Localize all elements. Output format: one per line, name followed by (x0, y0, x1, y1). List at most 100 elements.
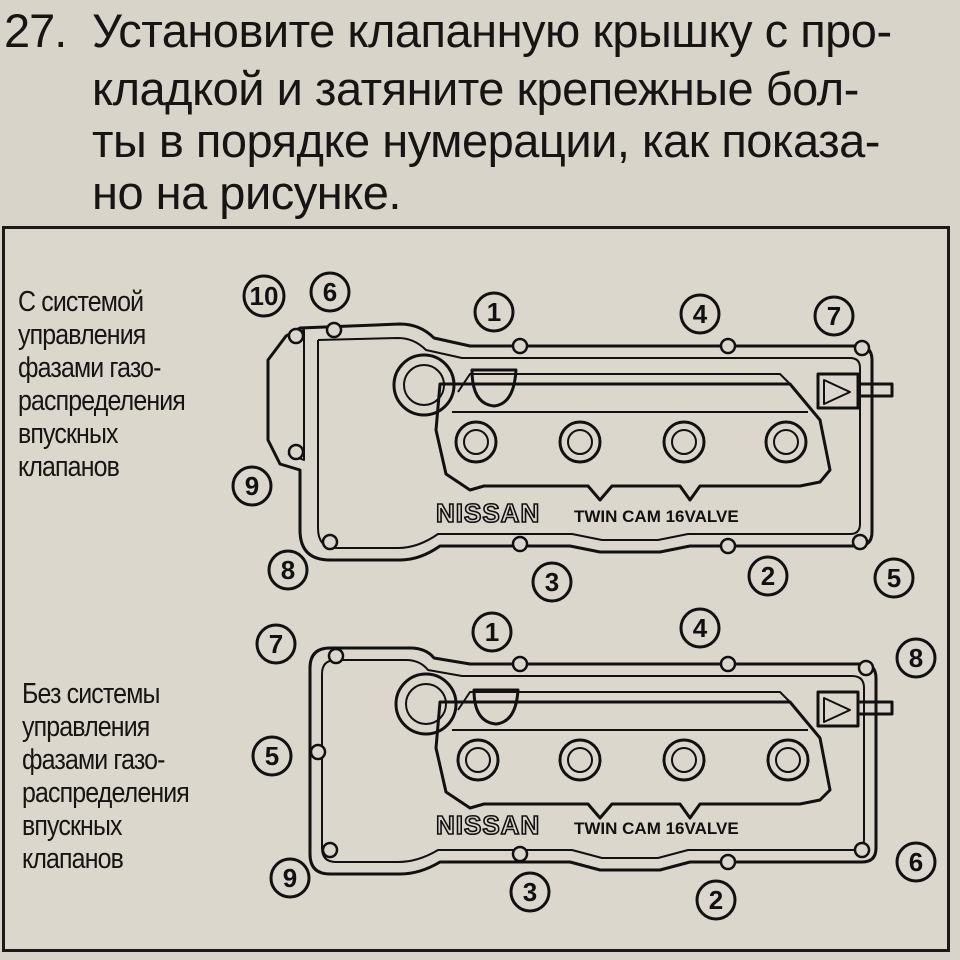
top-bolt-hole-9 (287, 443, 305, 461)
top-callout-1-ring (473, 291, 515, 333)
bottom-callout-7: 7 (269, 629, 283, 659)
top-oil-filler (470, 368, 518, 408)
top-callout-8-ring (267, 549, 309, 591)
top-bolt-hole-5 (851, 533, 869, 551)
top-caption-line: клапанов (18, 451, 120, 483)
bottom-callout-9-ring (269, 857, 311, 899)
bottom-bolt-hole-1 (511, 655, 529, 673)
instruction-line-1: Установите клапанную крышку с про- (92, 4, 892, 57)
bottom-plug-hole-1-inner (465, 747, 491, 773)
bottom-caption-line: впускных (22, 810, 122, 842)
bottom-plug-hole-4 (766, 738, 810, 782)
top-valve-cover (266, 322, 894, 562)
top-cam-seal-inner (403, 364, 445, 406)
top-cam-body (434, 382, 832, 502)
bottom-bolt-hole-4 (719, 655, 737, 673)
top-gasket-inner (317, 337, 861, 549)
bottom-callout-1: 1 (485, 617, 499, 647)
bottom-plug-hole-4-inner (775, 747, 801, 773)
instruction-line-4: но на рисунке. (92, 166, 401, 219)
top-callout-5: 5 (887, 563, 901, 593)
top-timing-module (287, 329, 305, 461)
top-plug-hole-3 (662, 420, 706, 464)
top-plug-hole-2 (558, 420, 602, 464)
bottom-cam-seal (394, 672, 458, 736)
bottom-callout-6-ring (895, 841, 937, 883)
top-callout-10: 10 (250, 281, 279, 311)
top-callout-9-ring (231, 465, 273, 507)
instruction-line-2: кладкой и затяните крепежные бол- (92, 62, 859, 115)
bottom-bolt-hole-9 (321, 841, 339, 859)
top-brand-sub: TWIN CAM 16VALVE (574, 507, 739, 526)
bottom-bolt-hole-6 (853, 841, 871, 859)
bottom-callout-3-ring (509, 871, 551, 913)
top-plug-hole-4 (764, 420, 808, 464)
top-callout-7-ring (813, 295, 855, 337)
top-callout-5-ring (873, 557, 915, 599)
bottom-caption-line: Без системы (22, 678, 160, 710)
top-plug-hole-4-inner (773, 429, 799, 455)
top-caption-line: управления (18, 319, 146, 351)
top-callout-9: 9 (245, 471, 259, 501)
bottom-gasket-outline (308, 646, 878, 876)
bottom-caption: Без системы управления фазами газо- расп… (22, 678, 190, 876)
top-callout-4-ring (679, 293, 721, 335)
bottom-callout-5: 5 (265, 741, 279, 771)
bottom-plug-hole-3-inner (671, 747, 697, 773)
step-number: 27. (4, 4, 67, 57)
bottom-pcv-arrow (823, 697, 851, 723)
bottom-callout-4-ring (679, 607, 721, 649)
bottom-plug-hole-3 (662, 738, 706, 782)
top-plug-hole-1-inner (463, 429, 489, 455)
bottom-callout-7-ring (255, 623, 297, 665)
bottom-bolt-hole-7 (327, 647, 345, 665)
top-callout-6: 6 (323, 277, 337, 307)
top-callout-2: 2 (761, 561, 775, 591)
top-callout-2-ring (747, 555, 789, 597)
bottom-callout-5-ring (251, 735, 293, 777)
top-callout-10-ring (242, 274, 286, 318)
bottom-callout-9: 9 (283, 863, 297, 893)
top-caption-line: впускных (18, 418, 118, 450)
instruction-line-3: ты в порядке нумерации, как показа- (92, 114, 880, 167)
top-plug-hole-1 (454, 420, 498, 464)
top-bolt-hole-7 (853, 339, 871, 357)
bottom-bolt-hole-5 (309, 743, 327, 761)
bottom-caption-line: клапанов (22, 843, 124, 875)
bottom-caption-line: управления (22, 711, 150, 743)
bottom-caption-line: распределения (22, 777, 190, 809)
top-bolt-hole-2 (719, 537, 737, 555)
bottom-pcv-nipple (856, 700, 894, 716)
top-plug-hole-3-inner (671, 429, 697, 455)
bottom-callout-8-ring (895, 637, 937, 679)
bottom-callout-2: 2 (709, 885, 723, 915)
bottom-plug-hole-1 (456, 738, 500, 782)
bottom-callout-6: 6 (909, 847, 923, 877)
top-caption: С системой управления фазами газо- распр… (18, 286, 186, 484)
bottom-callout-4: 4 (693, 613, 708, 643)
top-caption-line: фазами газо- (18, 352, 161, 384)
top-callout-4: 4 (693, 299, 708, 329)
top-bolt-hole-3 (511, 535, 529, 553)
bottom-callout-8: 8 (909, 643, 923, 673)
top-caption-line: распределения (18, 385, 186, 417)
top-callout-6-ring (309, 271, 351, 313)
bottom-brand-main: NISSAN (436, 810, 540, 840)
top-brand-main: NISSAN (436, 498, 540, 528)
bottom-plug-hole-2-inner (567, 747, 593, 773)
top-pcv-arrow (823, 379, 851, 405)
top-callout-1: 1 (487, 297, 501, 327)
top-pcv-nipple (856, 382, 894, 398)
bottom-caption-line: фазами газо- (22, 744, 165, 776)
top-bolt-hole-6 (325, 321, 343, 339)
top-bolt-hole-1 (511, 337, 529, 355)
top-cam-seal (392, 353, 456, 417)
top-callout-3: 3 (545, 567, 559, 597)
bottom-bolt-hole-3 (511, 845, 529, 863)
top-bolt-hole-8 (321, 533, 339, 551)
top-bolt-hole-4 (719, 337, 737, 355)
bottom-valve-cover (308, 646, 894, 876)
top-plug-hole-2-inner (567, 429, 593, 455)
bottom-plug-hole-2 (558, 738, 602, 782)
